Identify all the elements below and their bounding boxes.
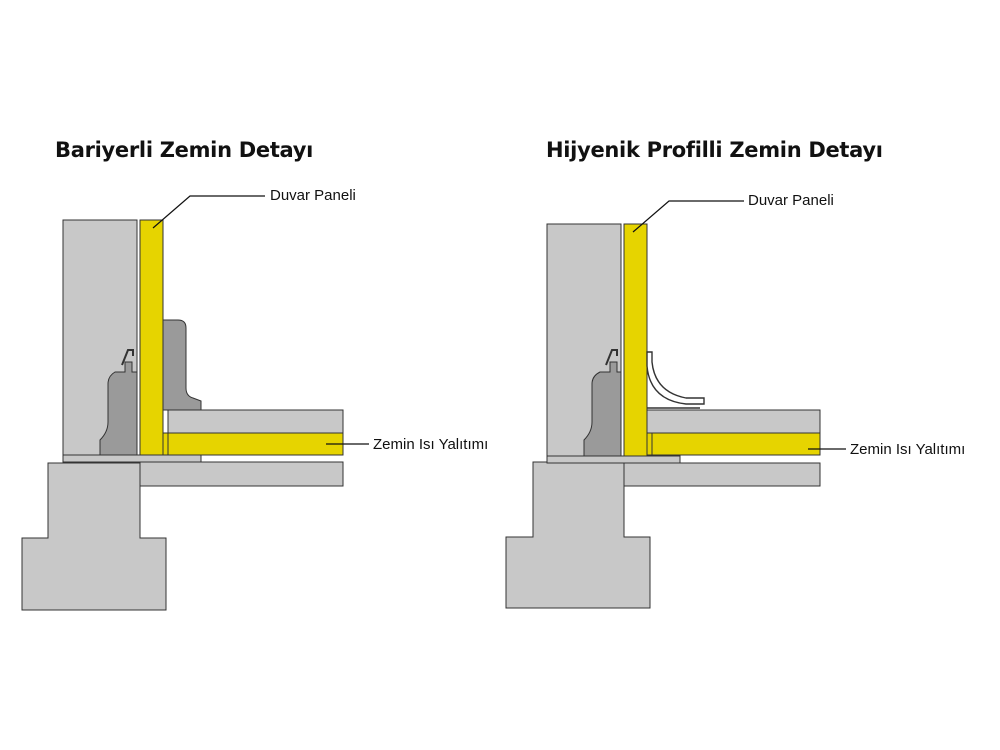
left-curb-barrier	[162, 319, 202, 411]
right-floor-insulation-label: Zemin Isı Yalıtımı	[850, 441, 966, 458]
left-floor-edge	[162, 432, 169, 456]
right-floor-edge	[646, 432, 653, 456]
right-outer-profile	[583, 361, 622, 457]
left-floor-slab	[139, 461, 344, 487]
left-profile-hook	[121, 349, 134, 366]
left-wall-panel	[139, 219, 164, 456]
right-floor-slab	[623, 462, 821, 487]
left-foundation	[21, 462, 167, 611]
right-detail-title: Hijyenik Profilli Zemin Detayı	[546, 138, 883, 162]
right-foundation	[505, 461, 651, 609]
right-wall-panel	[623, 223, 648, 457]
right-base-plate	[546, 455, 681, 464]
left-wall-panel-label: Duvar Paneli	[270, 187, 356, 204]
right-profile-hook	[605, 349, 618, 366]
left-wall-panel-leader	[152, 195, 265, 229]
left-outer-profile	[99, 361, 138, 456]
left-floor-insulation-label: Zemin Isı Yalıtımı	[373, 436, 489, 453]
right-floor-screed	[646, 409, 821, 434]
right-hygienic-profile	[646, 351, 705, 405]
left-detail	[21, 195, 369, 611]
left-detail-title: Bariyerli Zemin Detayı	[55, 138, 314, 162]
left-base-plate	[62, 454, 202, 463]
right-detail	[505, 200, 846, 609]
right-wall-panel-leader	[632, 200, 744, 233]
left-floor-insulation	[167, 432, 344, 456]
right-floor-insulation	[646, 432, 821, 456]
left-floor-screed	[167, 409, 344, 434]
right-wall-panel-label: Duvar Paneli	[748, 192, 834, 209]
